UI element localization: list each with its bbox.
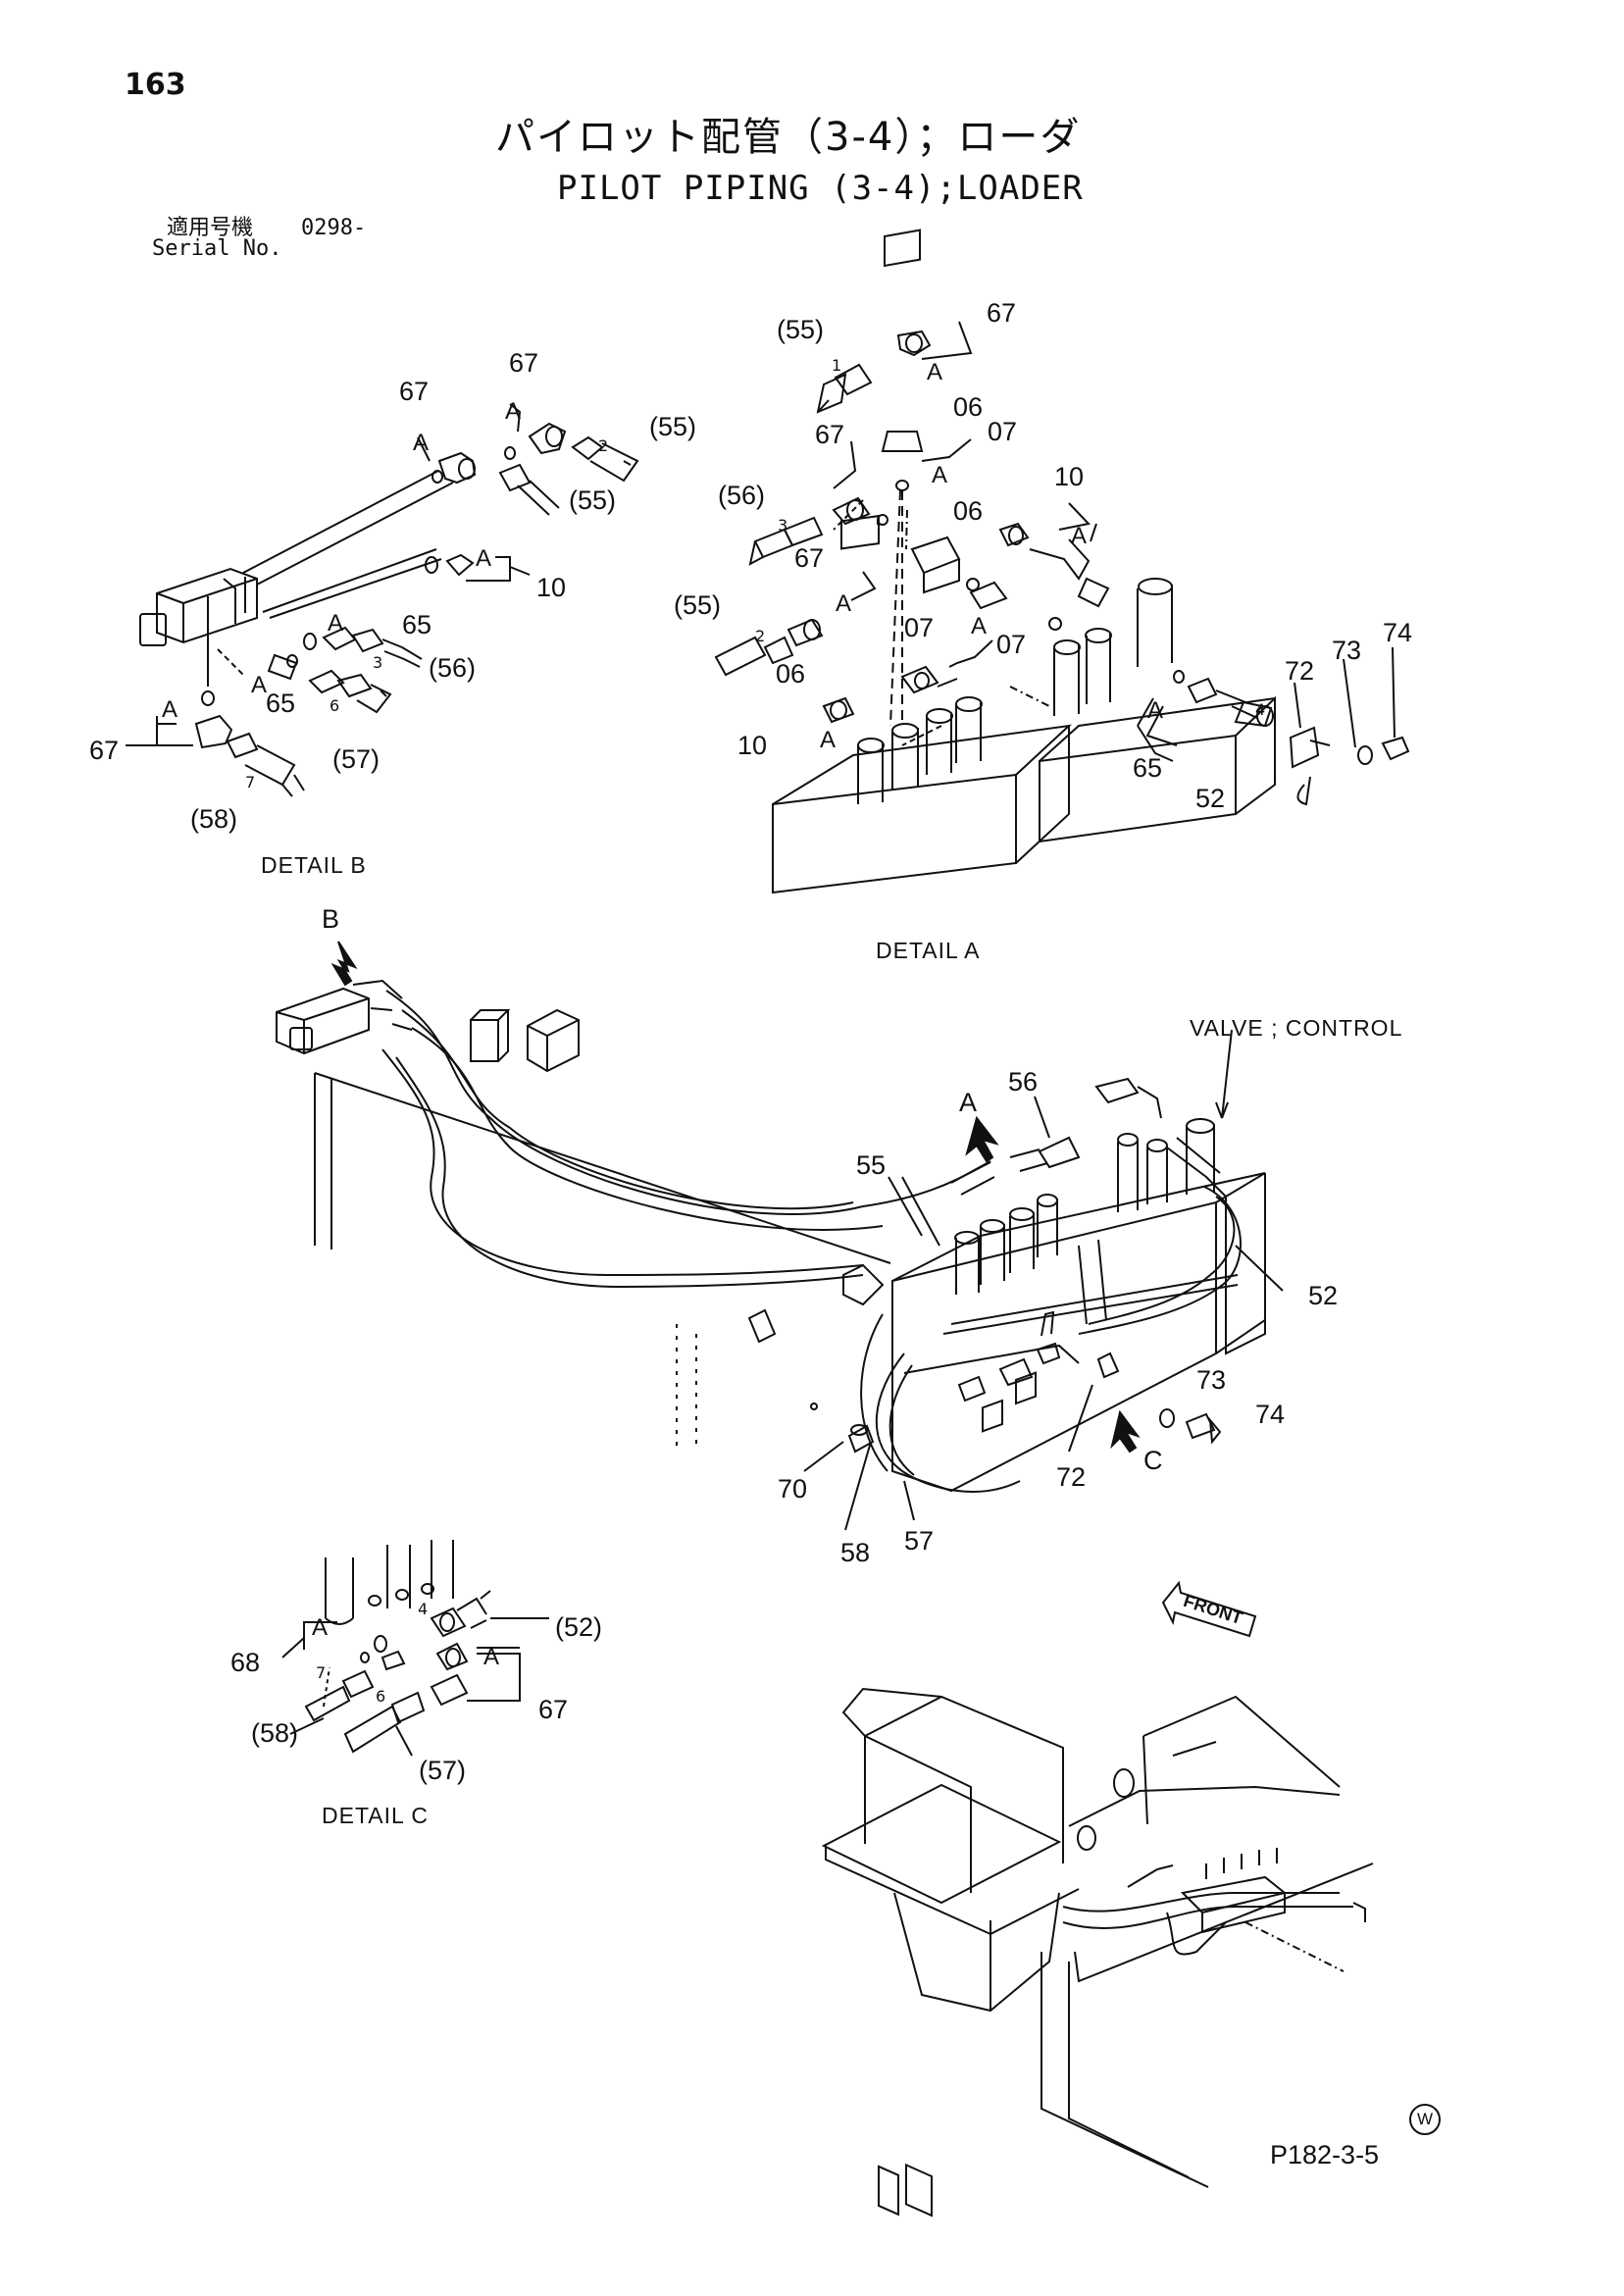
detail-a-callout: 07 [996, 630, 1027, 659]
machine-overview [824, 1373, 1373, 2216]
detail-b-callout: 67 [399, 377, 430, 406]
detail-a-assembly [716, 230, 1408, 893]
main-callout: C [1143, 1446, 1163, 1475]
main-callout: 73 [1196, 1365, 1227, 1395]
detail-a-callout: 2 [755, 627, 766, 645]
detail-c-callout: 4 [418, 1600, 429, 1618]
drawing-code: P182-3-5 [1270, 2140, 1380, 2169]
detail-c-callout: 67 [538, 1695, 569, 1724]
detail-c-callout: (52) [555, 1612, 603, 1642]
serial-label-jp: 適用号機 [167, 216, 254, 240]
detail-a-callout: A [932, 462, 948, 488]
detail-a-callout: 07 [904, 613, 935, 642]
main-assembly [277, 942, 1283, 1530]
detail-c-callout: A [483, 1644, 500, 1670]
main-callout: 52 [1308, 1281, 1339, 1310]
main-callout: 57 [904, 1526, 935, 1556]
detail-b-callout: (55) [649, 412, 697, 441]
detail-a-callout: (55) [674, 590, 722, 620]
detail-a-callout: 06 [953, 496, 984, 526]
detail-a-callout: A [1071, 523, 1088, 549]
serial-value: 0298- [301, 216, 367, 240]
detail-a-callout: 06 [953, 392, 984, 422]
detail-a-callout: 74 [1383, 618, 1413, 647]
detail-b-callout: 65 [402, 610, 432, 639]
detail-a-callout: 07 [988, 417, 1018, 446]
detail-a-callout: 65 [1133, 753, 1163, 783]
detail-a-callout: 67 [815, 420, 845, 449]
detail-a-callout: (55) [777, 315, 825, 344]
detail-b-callout: 6 [330, 696, 340, 715]
detail-a-callout: A [820, 727, 837, 753]
detail-a-callout: 52 [1195, 784, 1226, 813]
detail-b-callout: A [505, 398, 522, 425]
detail-b-callout: 2 [598, 436, 609, 455]
detail-a-callout: (56) [718, 481, 766, 510]
page-title-jp: パイロット配管（3-4）；ローダ [495, 115, 1082, 160]
detail-b-callout: A [162, 696, 178, 723]
main-callout: 70 [778, 1474, 808, 1504]
detail-b-callout: (56) [429, 653, 477, 683]
detail-c-assembly [282, 1540, 549, 1756]
detail-c-callout: 68 [230, 1648, 261, 1677]
detail-b-callout: 67 [89, 736, 120, 765]
detail-a-callout: A [971, 613, 988, 639]
detail-a-callout: 73 [1332, 636, 1362, 665]
main-callout: 55 [856, 1150, 887, 1180]
page-title-en: PILOT PIPING (3-4);LOADER [557, 169, 1084, 208]
detail-b-callout: 10 [536, 573, 567, 602]
detail-c-callout: 7 [316, 1663, 327, 1682]
detail-a-callout: 67 [987, 298, 1017, 328]
detail-a-callout: 72 [1285, 656, 1315, 686]
detail-b-callout: 67 [509, 348, 539, 378]
detail-b-callout: A [251, 672, 268, 698]
detail-a-callout: A [836, 590, 852, 617]
detail-b-assembly [126, 404, 637, 796]
detail-b-callout: (58) [190, 804, 238, 834]
main-callout: A [959, 1088, 978, 1117]
page-number: 163 [125, 68, 186, 102]
detail-a-callout: 10 [1054, 462, 1085, 491]
detail-a-callout: 06 [776, 659, 806, 689]
detail-b-callout: A [476, 545, 492, 572]
w-mark-icon: W [1409, 2104, 1441, 2135]
main-callout: 72 [1056, 1462, 1087, 1492]
main-callout: 58 [840, 1538, 871, 1567]
detail-a-callout: 10 [737, 731, 768, 760]
detail-b-callout: (55) [569, 485, 617, 515]
detail-c-caption: DETAIL C [322, 1803, 429, 1828]
main-callout: B [322, 904, 340, 934]
detail-b-callout: A [328, 610, 344, 637]
detail-a-caption: DETAIL A [876, 938, 981, 963]
serial-label-en: Serial No. [152, 236, 282, 261]
detail-a-callout: 67 [794, 543, 825, 573]
detail-b-callout: 3 [373, 653, 383, 672]
detail-b-callout: (57) [332, 744, 381, 774]
detail-c-callout: 6 [376, 1687, 386, 1706]
detail-b-callout: 7 [245, 773, 256, 791]
detail-c-callout: (57) [419, 1756, 467, 1785]
detail-a-callout: 3 [778, 516, 788, 535]
main-callout: 56 [1008, 1067, 1039, 1097]
detail-a-callout: 1 [832, 356, 842, 375]
detail-b-callout: 65 [266, 689, 296, 718]
detail-a-callout: A [927, 359, 943, 385]
valve-control-label: VALVE ; CONTROL [1190, 1015, 1403, 1041]
detail-b-caption: DETAIL B [261, 852, 367, 878]
main-callout: 74 [1255, 1400, 1286, 1429]
